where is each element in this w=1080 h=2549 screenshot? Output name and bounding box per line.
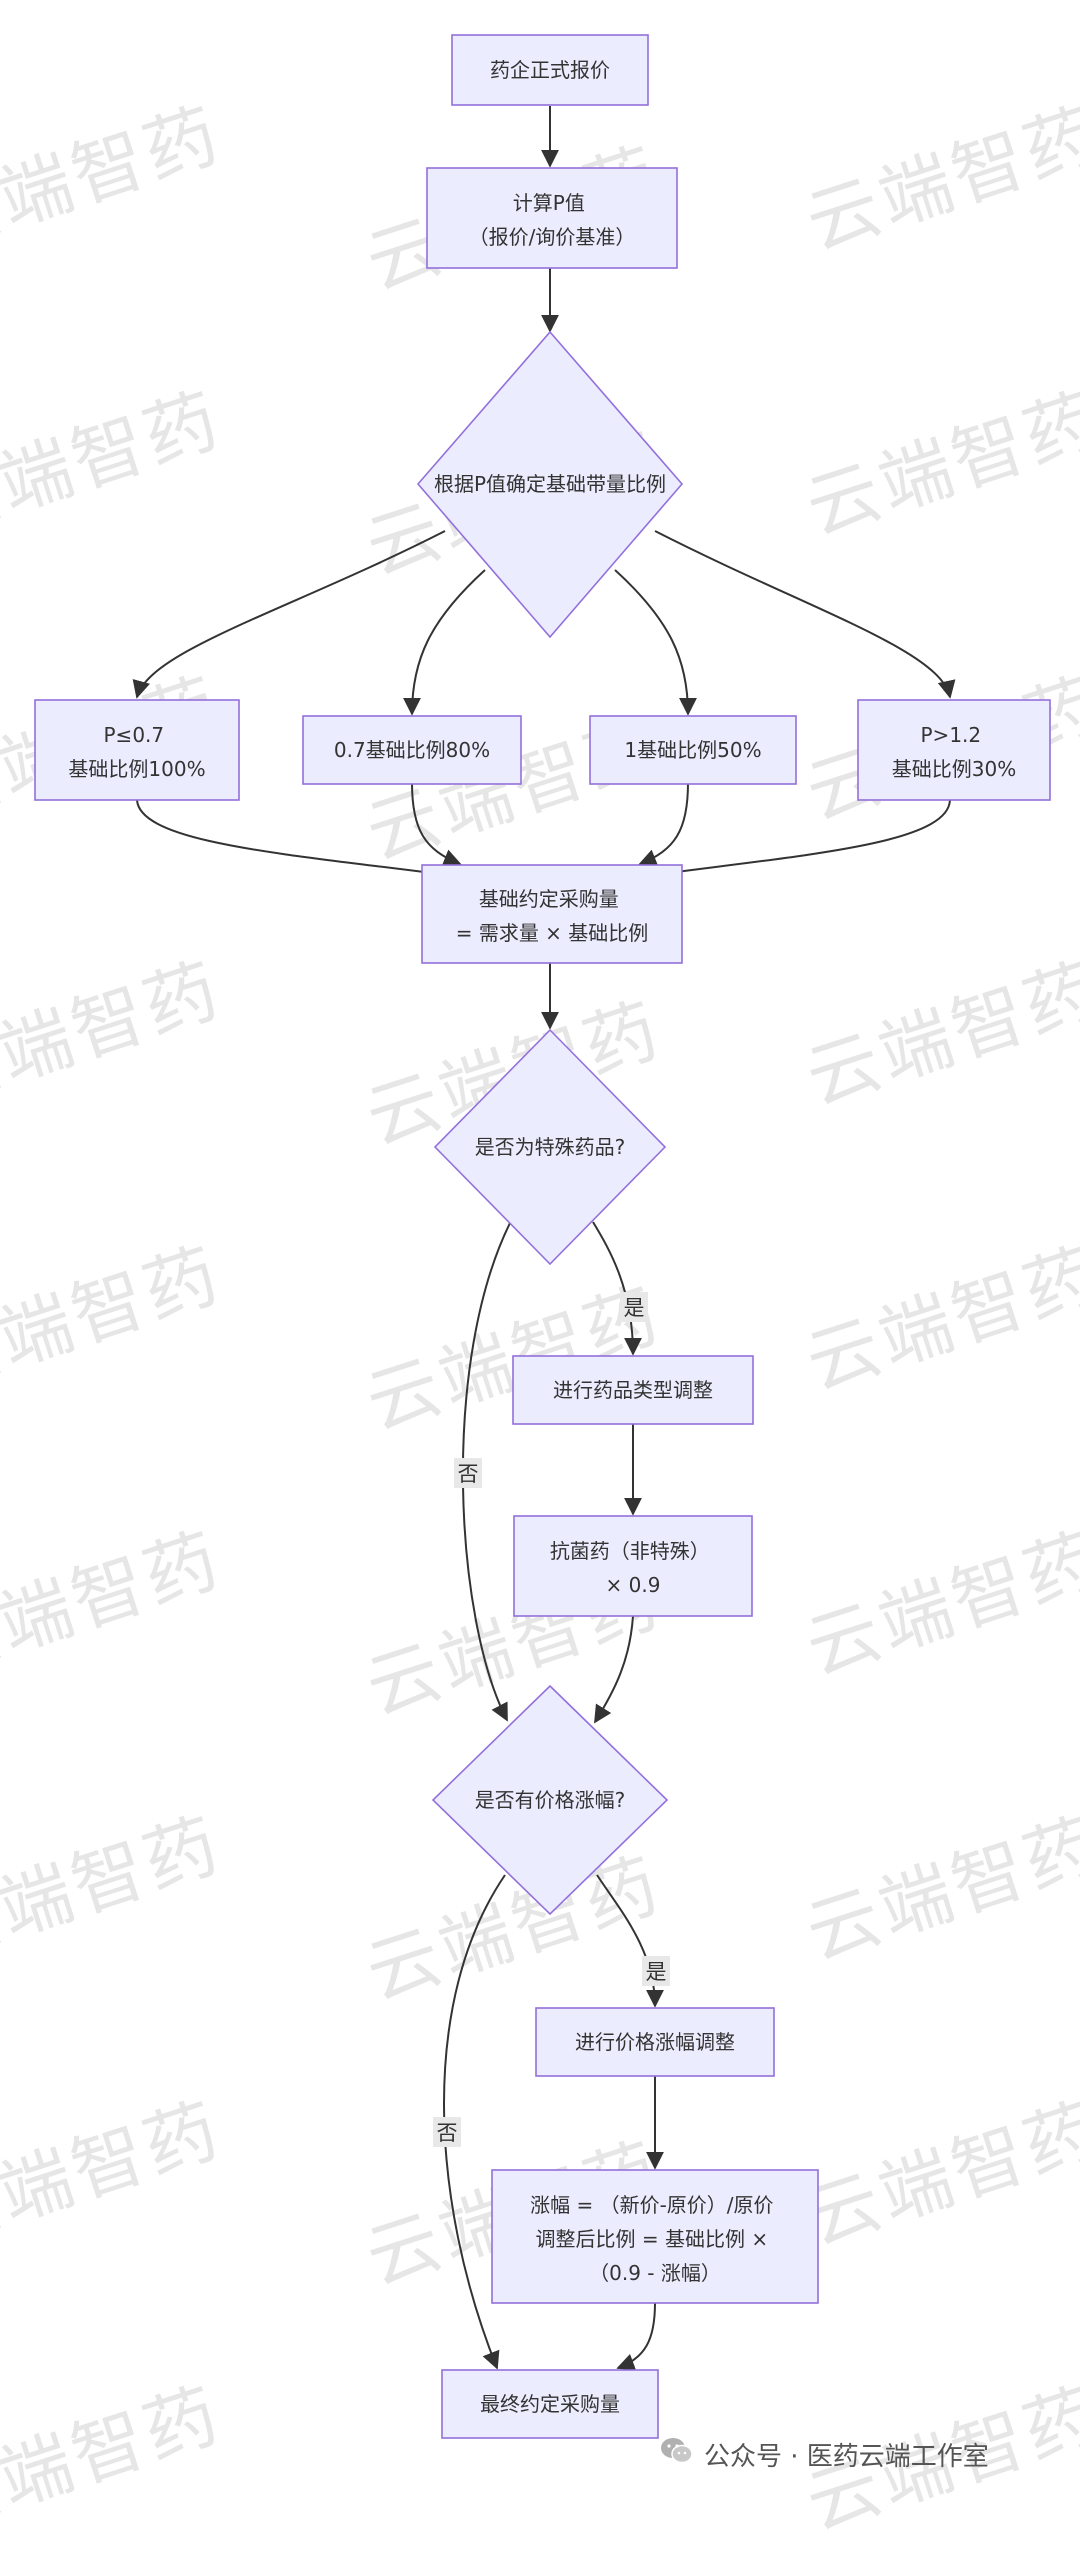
node-antibiotic-text: 抗菌药（非特殊） × 0.9 [550,1539,716,1597]
edge-label-bg [620,1292,648,1322]
edge-label-special-yes: 是 [624,1296,645,1320]
nodes [34,34,1051,2439]
node-price-rise-text: 是否有价格涨幅? [475,1788,626,1812]
node-rise-formula-box [491,2169,819,2304]
node-case-gt12-box [857,699,1051,801]
node-determine-text: 根据P值确定基础带量比例 [434,472,666,496]
node-quote-text: 药企正式报价 [490,58,610,82]
edge-case2-to-base [411,782,462,867]
node-base-volume-box [421,864,683,964]
node-case-gt12-text: P>1.2 基础比例30% [892,723,1016,781]
node-case-07-text: 0.7基础比例80% [334,738,490,762]
node-rise-adjust-box [535,2007,775,2077]
node-case-1-text: 1基础比例50% [624,738,761,762]
edge-determine-to-case3 [614,569,697,716]
edge-label-rise-yes: 是 [646,1960,667,1984]
edge-label-rise-no: 否 [437,2121,458,2145]
node-special-diamond [433,1028,667,1266]
node-case-le07-box [34,699,240,801]
node-labels: 药企正式报价 计算P值 （报价/询价基准） 根据P值确定基础带量比例 P≤0.7… [68,58,1016,2416]
node-case-1-box [589,715,797,785]
footer-attribution: 公众号 · 医药云端工作室 [660,2436,989,2473]
edge-special-yes [592,1221,642,1356]
edge-antibiotic-to-rise [594,1615,634,1724]
node-calc-p-text: 计算P值 （报价/询价基准） [469,191,636,249]
flowchart: 是 否 是 否 药企正式报价 计算P值 （报价/询价基准） 根据P值确定基础带量… [34,34,1051,2439]
edge-determine-to-case2 [403,569,486,716]
edge-label-special-no: 否 [458,1462,479,1486]
node-case-07-box [302,715,522,785]
node-final-volume-text: 最终约定采购量 [480,2392,620,2416]
node-determine-diamond [416,330,684,639]
edge-rise-yes [596,1874,664,2008]
edge-label-bg [433,2117,461,2147]
node-case-le07-text: P≤0.7 基础比例100% [68,723,205,781]
edge-case4-to-base [636,799,951,884]
edge-formula-to-final [616,2302,656,2371]
node-base-volume-text: 基础约定采购量 = 需求量 × 基础比例 [456,887,649,945]
edge-label-bg [642,1956,670,1986]
node-special-text: 是否为特殊药品? [475,1135,626,1159]
edge-case1-to-base [136,799,464,884]
edge-determine-to-case1 [132,530,446,699]
node-quote-box [451,34,649,106]
node-type-adjust-text: 进行药品类型调整 [553,1378,713,1402]
footer-text: 公众号 · 医药云端工作室 [704,2442,989,2472]
edge-case3-to-base [638,782,689,867]
node-price-rise-diamond [431,1684,669,1916]
edge-labels: 是 否 是 否 [433,1292,670,2147]
wechat-icon [660,2436,694,2473]
node-antibiotic-box [513,1515,753,1617]
node-rise-formula-text: 涨幅 = （新价-原价）/原价 调整后比例 = 基础比例 × （0.9 - 涨幅… [530,2193,780,2285]
node-type-adjust-box [512,1355,754,1425]
edge-rise-no [443,1874,506,2370]
node-final-volume-box [441,2369,659,2439]
edge-label-bg [454,1458,482,1488]
edge-determine-to-case4 [654,530,956,699]
node-rise-adjust-text: 进行价格涨幅调整 [575,2030,735,2054]
node-calc-p-box [426,167,678,269]
